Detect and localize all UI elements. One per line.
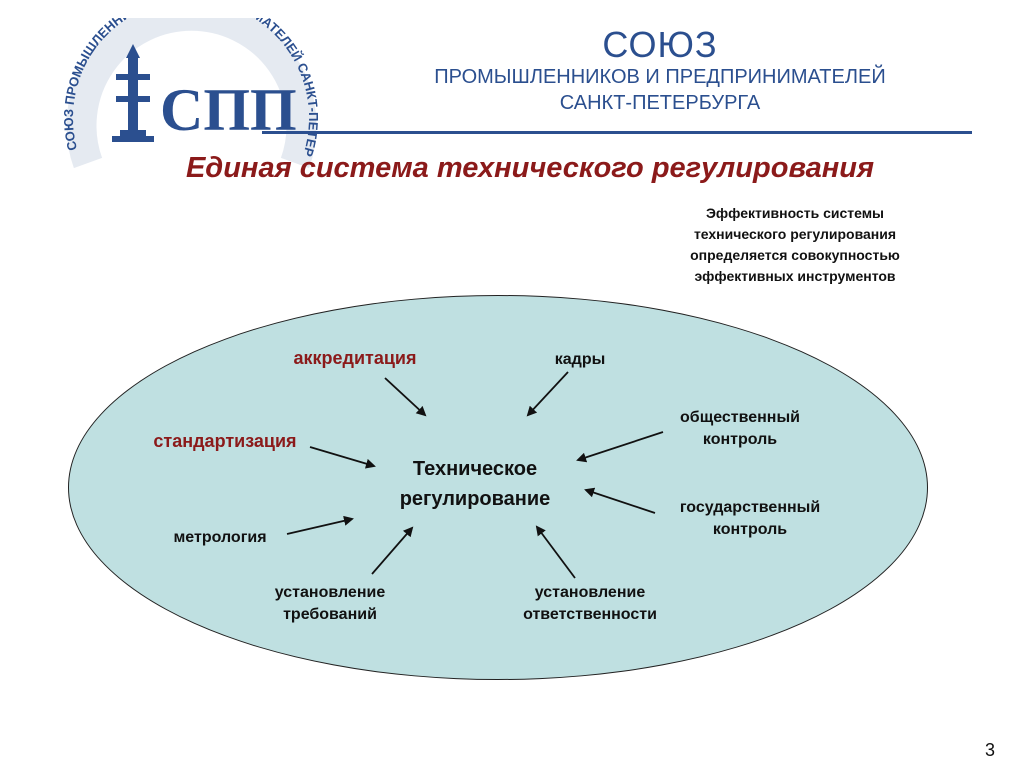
arrow-public-control (576, 431, 664, 463)
node-personnel: кадры (554, 351, 606, 368)
page-number: 3 (985, 740, 996, 760)
node-requirements-line1: установление (274, 584, 386, 601)
node-responsibility: установление ответственности (490, 582, 690, 626)
rostral-column-icon (112, 44, 154, 142)
instruments-ellipse (68, 295, 928, 680)
org-name-line2: ПРОМЫШЛЕННИКОВ И ПРЕДПРИНИМАТЕЛЕЙ (434, 66, 886, 88)
header-divider (262, 131, 972, 134)
org-name-line1: СОЮЗ (602, 24, 718, 65)
node-state-control-line2: контроль (712, 521, 788, 538)
node-state-control-line1: государственный (679, 499, 821, 516)
node-technical-regulation: Техническое регулирование (360, 454, 590, 514)
center-line1: Техническое (412, 458, 538, 480)
arrow-responsibility (535, 525, 576, 579)
node-accreditation: аккредитация (293, 348, 417, 368)
note-line: определяется совокупностью (690, 247, 900, 263)
org-name-line3: САНКТ-ПЕТЕРБУРГА (559, 92, 761, 114)
center-line2: регулирование (399, 488, 551, 510)
note-line: эффективных инструментов (694, 268, 896, 284)
arrow-standardization (309, 446, 376, 469)
arrow-metrology (286, 515, 354, 535)
node-metrology: метрология (173, 529, 267, 546)
note-line: Эффективность системы (705, 205, 885, 221)
node-public-control: общественный контроль (640, 407, 840, 451)
effectiveness-note: Эффективность системы технического регул… (630, 203, 960, 287)
node-responsibility-line1: установление (534, 584, 646, 601)
arrow-requirements (371, 526, 414, 575)
node-state-control: государственный контроль (650, 497, 850, 541)
node-requirements-line2: требований (283, 606, 377, 623)
arrow-personnel (526, 371, 569, 417)
node-public-control-line1: общественный (680, 409, 800, 426)
node-requirements: установление требований (240, 582, 420, 626)
node-responsibility-line2: ответственности (523, 606, 657, 623)
node-public-control-line2: контроль (702, 431, 778, 448)
arrow-state-control (584, 487, 656, 514)
slide-title: Единая система технического регулировани… (185, 152, 875, 184)
spp-logo: СОЮЗ ПРОМЫШЛЕННИКОВ И ПРЕДПРИНИМАТЕЛЕЙ С… (40, 18, 321, 168)
arrow-accreditation (384, 377, 427, 417)
node-standardization: стандартизация (153, 431, 297, 451)
note-line: технического регулирования (693, 226, 897, 242)
